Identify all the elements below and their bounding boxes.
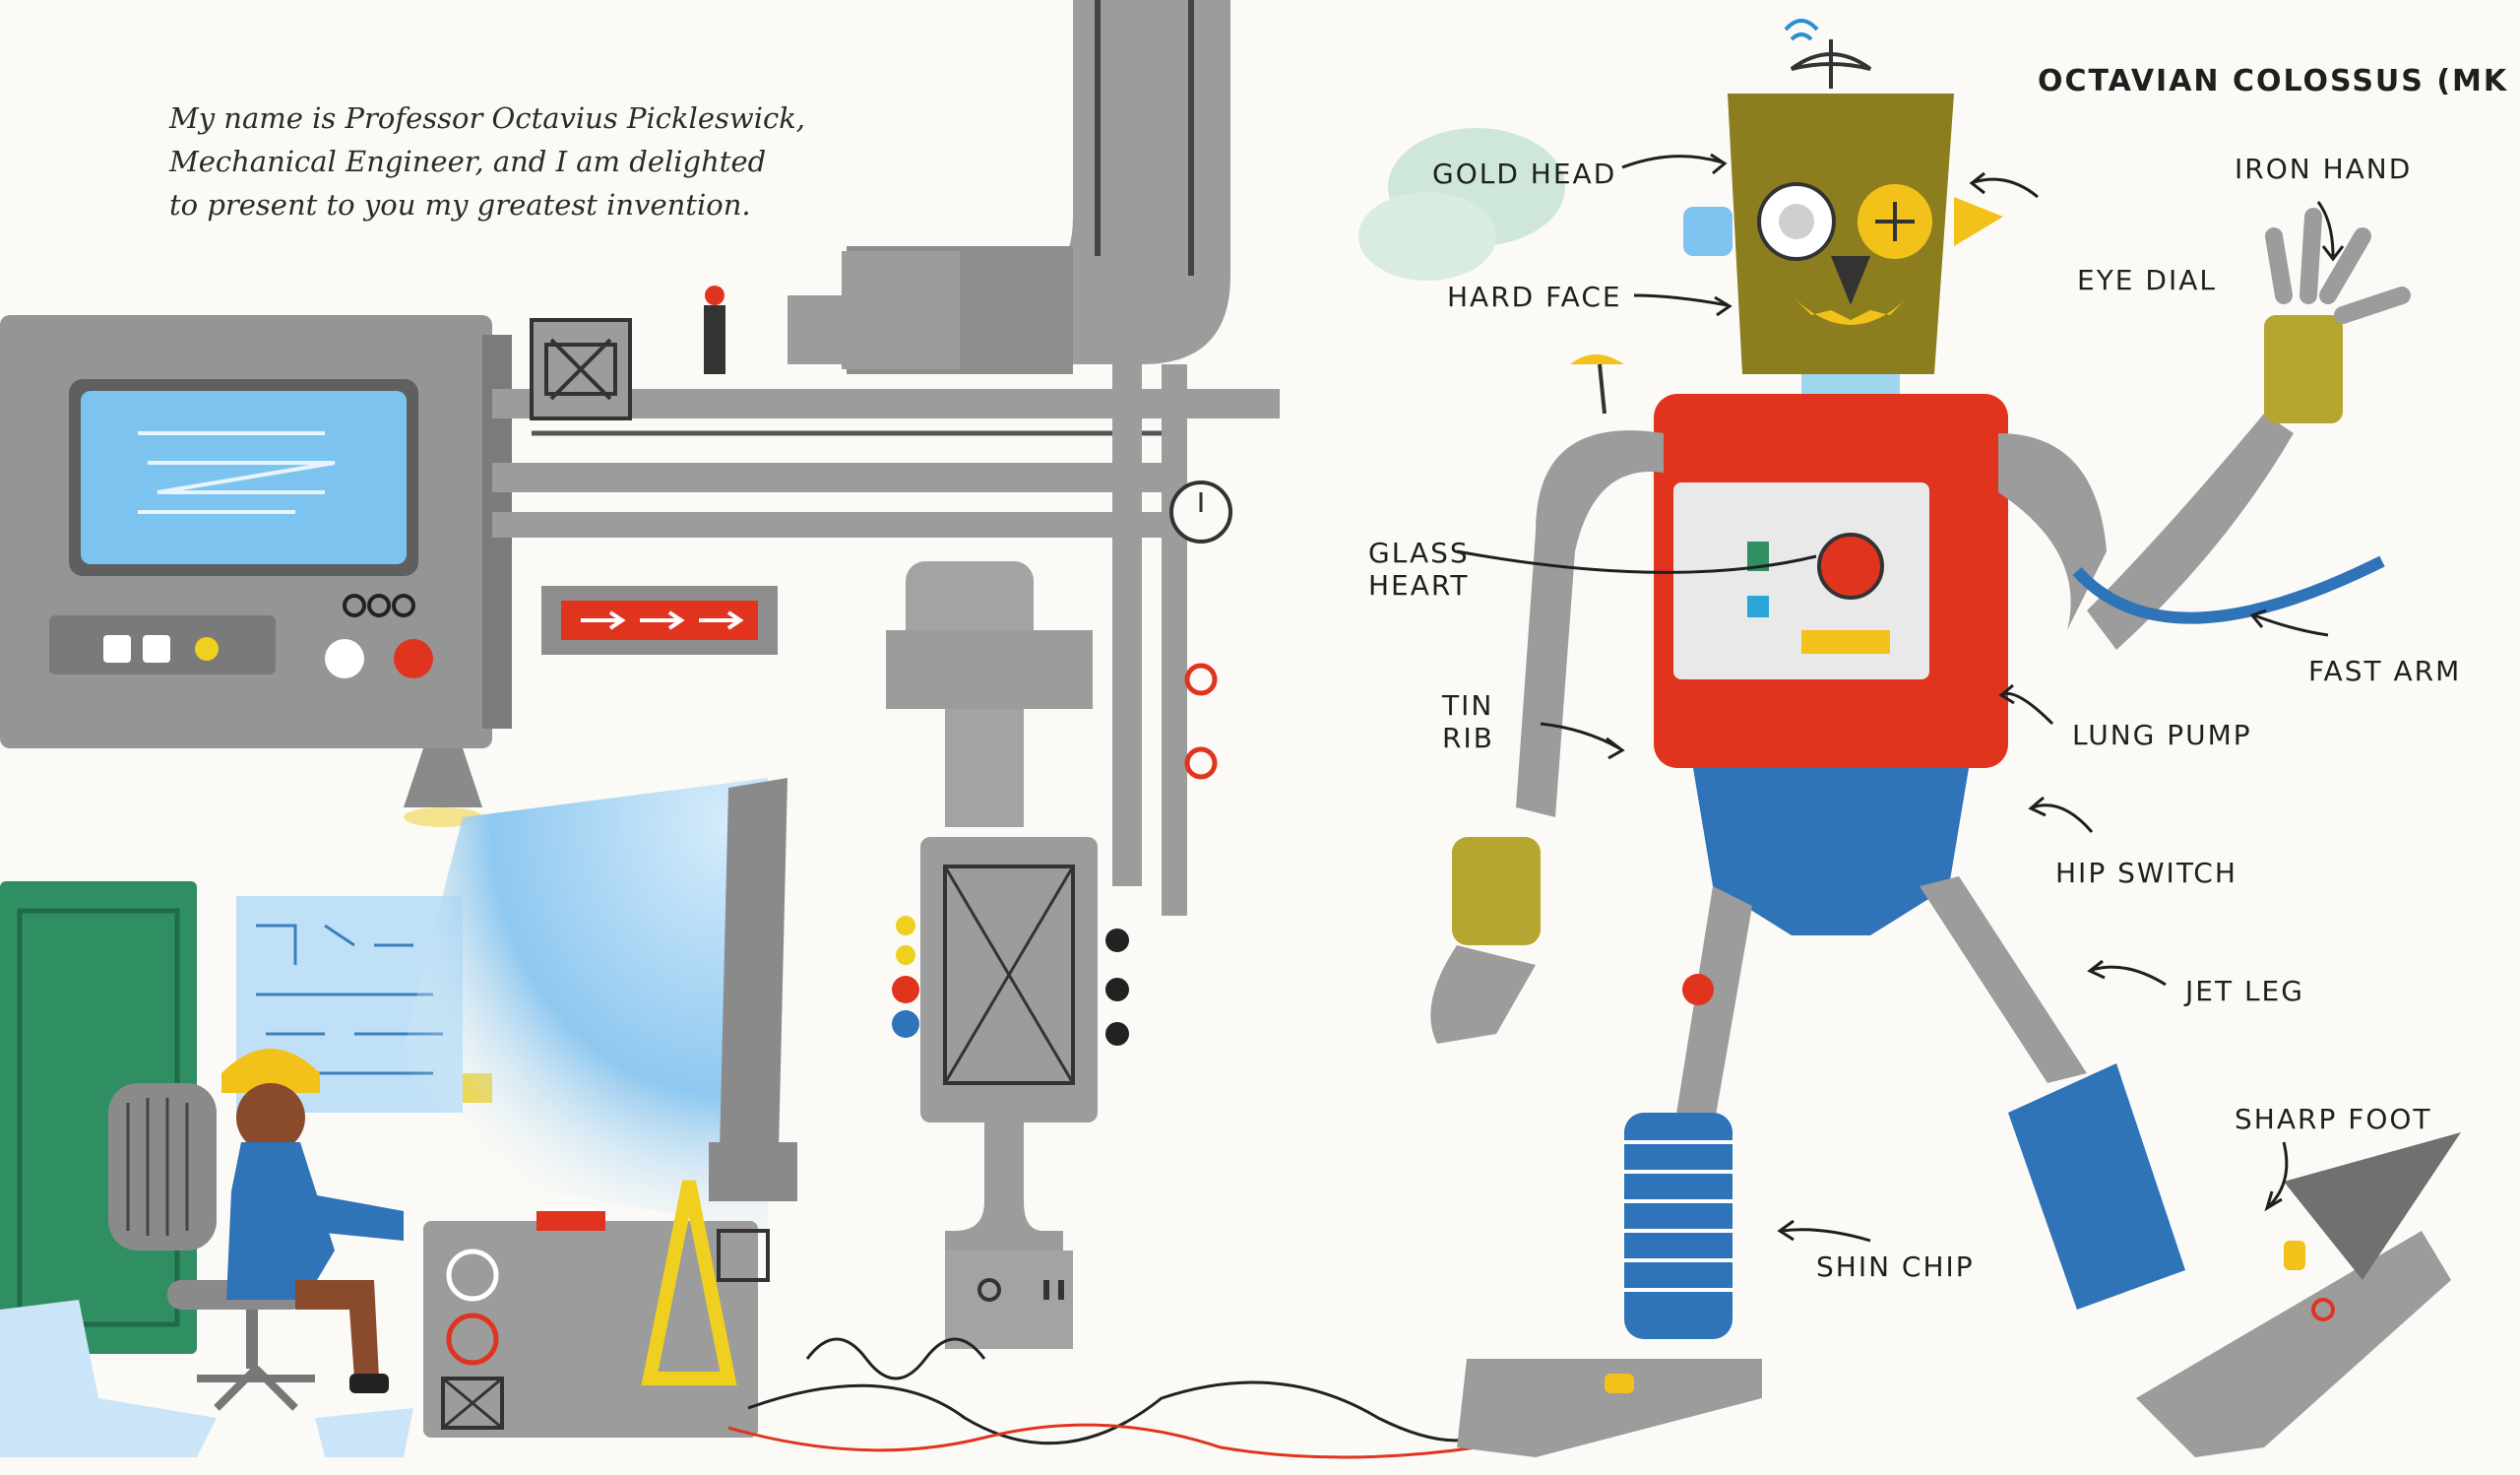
robot-head	[1728, 94, 1954, 374]
label-iron-hand: IRON HAND	[2235, 153, 2413, 185]
callout-arrows	[1456, 153, 2345, 1243]
office-chair	[108, 1083, 217, 1251]
label-shin-chip: SHIN CHIP	[1816, 1251, 1975, 1283]
engineer	[221, 1049, 404, 1393]
label-tin-rib-line-2: RIB	[1442, 722, 1494, 754]
robot	[1358, 19, 2461, 1457]
robot-foot-right	[2136, 1231, 2451, 1457]
label-lung-pump: LUNG PUMP	[2072, 719, 2252, 751]
robot-title: OCTAVIAN COLOSSUS (MK III)	[2038, 64, 2520, 98]
label-sharp-foot: SHARP FOOT	[2235, 1103, 2432, 1135]
label-glass-heart-line-2: HEART	[1368, 569, 1470, 602]
label-glass-heart-line-1: GLASS	[1368, 537, 1470, 569]
robot-foot-left	[1457, 1359, 1762, 1457]
label-tin-rib-line-1: TIN	[1442, 689, 1494, 722]
robot-hip	[1693, 768, 1969, 935]
lab-machinery	[0, 0, 1497, 1459]
robot-shin-left	[1624, 1113, 1732, 1339]
intro-line-1: My name is Professor Octavius Pickleswic…	[169, 101, 806, 135]
label-fast-arm: FAST ARM	[2308, 655, 2462, 687]
label-gold-head: GOLD HEAD	[1432, 158, 1617, 190]
intro-line-3: to present to you my greatest invention.	[169, 188, 751, 222]
label-eye-dial: EYE DIAL	[2077, 264, 2217, 296]
label-jet-leg: JET LEG	[2185, 975, 2304, 1007]
label-hip-switch: HIP SWITCH	[2055, 857, 2237, 889]
intro-line-2: Mechanical Engineer, and I am delighted	[169, 145, 767, 178]
label-hard-face: HARD FACE	[1447, 281, 1622, 313]
intro-paragraph: My name is Professor Octavius Pickleswic…	[169, 96, 917, 226]
monitor	[719, 778, 788, 1191]
robot-shin-right	[2008, 1063, 2185, 1310]
